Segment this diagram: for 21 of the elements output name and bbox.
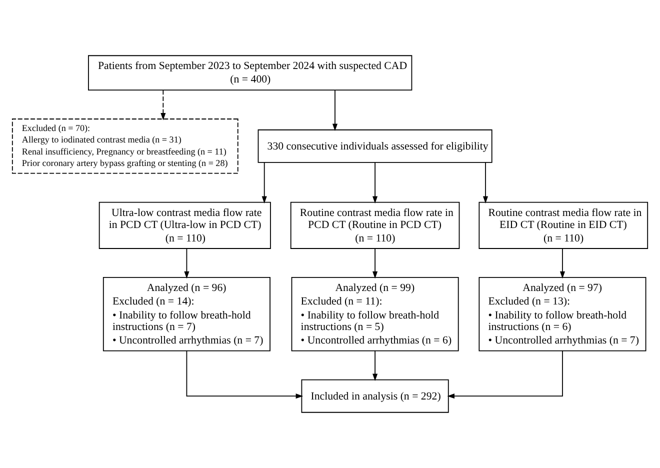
arrow [160,90,166,120]
node-box: Analyzed (n = 96) Excluded (n = 14): • Inability to follow breath-hold instructions (n = 7) • Uncontrolled arrhythmias (n = 7) [102,277,270,352]
node-box: Excluded (n = 70): Allergy to iodinated contrast media (n = 31) Renal insufficiency, Pregnancy or breastfeeding (n = 11) Prior coronary artery bypass grafting or stenting (n = 28) [12,118,238,174]
node-box: Included in analysis (n = 292) [301,379,449,413]
arrow [372,162,378,204]
arrow [372,350,378,382]
arrow [186,350,304,399]
node-box: 330 consecutive individuals assessed for eligibility [258,129,492,163]
node-box: Analyzed (n = 99) Excluded (n = 11): • Inability to follow breath-hold instructions (n = 5) • Uncontrolled arrhythmias (n = 6) [291,277,459,352]
arrow [372,248,378,279]
node-box: Analyzed (n = 97) Excluded (n = 13): • Inability to follow breath-hold instructions (n = 6) • Uncontrolled arrhythmias (n = 7) [478,277,646,352]
arrow [447,350,563,399]
node-box: Ultra-low contrast media flow rate in PCD CT (Ultra-low in PCD CT) (n = 110) [98,202,271,249]
arrow [482,162,488,204]
node-box: Patients from September 2023 to September 2024 with suspected CAD (n = 400) [88,55,412,90]
arrow [184,248,190,279]
node-box: Routine contrast media flow rate in PCD CT (Routine in PCD CT) (n = 110) [290,202,460,249]
node-box: Routine contrast media flow rate in EID CT (Routine in EID CT) (n = 110) [478,202,648,249]
arrow [560,248,566,279]
arrow [332,90,338,132]
arrow [262,162,267,204]
